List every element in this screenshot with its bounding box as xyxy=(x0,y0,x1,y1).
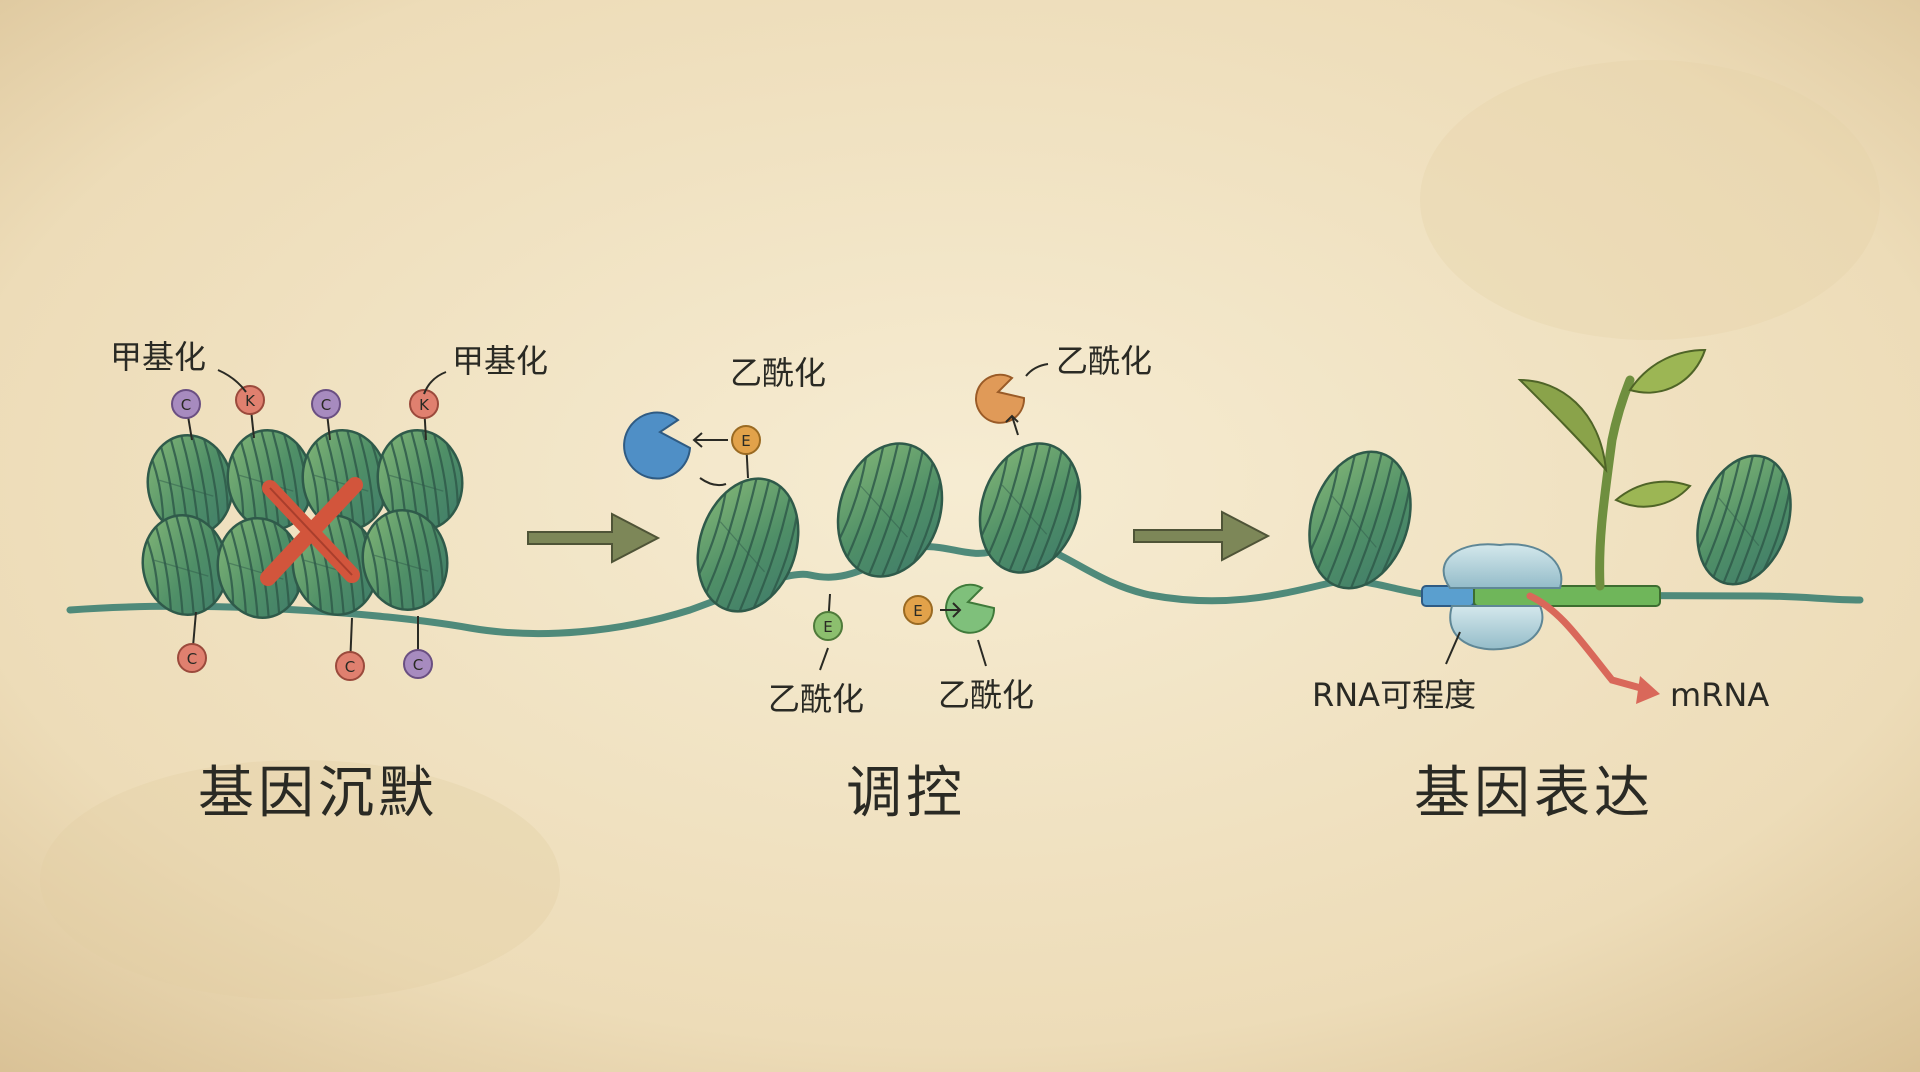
section-title-expression: 基因表达 xyxy=(1414,761,1654,826)
compact-chromatin xyxy=(141,428,464,620)
modification-tag: E xyxy=(813,593,843,641)
paper-stain xyxy=(40,760,560,1000)
modification-tag: E xyxy=(903,595,933,625)
plant-sprout-icon xyxy=(1517,348,1707,591)
modification-tag: K xyxy=(235,385,265,439)
leader-line xyxy=(819,647,829,671)
svg-text:E: E xyxy=(741,432,750,450)
acetylation-label-bottom-left: 乙酰化 xyxy=(768,680,864,718)
green-enzyme-icon xyxy=(945,583,996,634)
leader-line xyxy=(1445,631,1461,665)
transition-arrow xyxy=(1133,510,1271,562)
rna-polymerase-icon xyxy=(1442,543,1563,651)
svg-text:C: C xyxy=(413,656,423,674)
mrna-label: mRNA xyxy=(1670,676,1769,714)
modification-tag: C xyxy=(177,611,207,673)
svg-text:C: C xyxy=(181,396,191,414)
expressed-chromatin xyxy=(1308,450,1792,590)
svg-text:C: C xyxy=(321,396,331,414)
leader-line xyxy=(217,369,247,393)
modification-tag: C xyxy=(335,617,365,681)
leader-line xyxy=(1025,363,1049,377)
silencing-cross-icon xyxy=(260,477,363,586)
nucleosome-icon xyxy=(141,513,229,617)
nucleosome-icon xyxy=(836,442,944,578)
transition-arrow xyxy=(527,512,661,564)
svg-text:E: E xyxy=(913,602,922,620)
modification-tag: C xyxy=(403,616,433,679)
nucleosome-icon xyxy=(1696,454,1792,586)
nucleosome-icon xyxy=(1308,450,1412,590)
nucleosome-icon xyxy=(696,477,800,613)
orange-enzyme-icon xyxy=(975,373,1026,424)
modification-tag: C xyxy=(311,389,341,441)
gene-segment xyxy=(1473,585,1661,607)
modification-tag: C xyxy=(171,389,201,441)
rna-polymerase-label: RNA可程度 xyxy=(1312,676,1476,714)
methylation-label-left: 甲基化 xyxy=(110,338,206,376)
acetylation-label-top-left: 乙酰化 xyxy=(730,354,826,392)
acetylation-tags: E E E xyxy=(731,425,933,641)
nucleosome-icon xyxy=(978,442,1082,574)
enzyme-arrows xyxy=(692,414,1019,618)
methylation-tags: C K C K C C C xyxy=(171,385,439,681)
leader-line xyxy=(977,639,987,667)
svg-text:C: C xyxy=(345,658,355,676)
svg-text:K: K xyxy=(245,392,256,410)
nucleosome-icon xyxy=(376,428,464,532)
svg-text:K: K xyxy=(419,396,430,414)
nucleosome-icon xyxy=(361,508,449,612)
svg-text:C: C xyxy=(187,650,197,668)
section-title-regulation: 调控 xyxy=(846,761,966,826)
acetylation-label-top-right: 乙酰化 xyxy=(1056,342,1152,380)
open-chromatin xyxy=(696,442,1082,613)
section-title-silencing: 基因沉默 xyxy=(198,761,438,826)
acetylation-label-bottom-right: 乙酰化 xyxy=(938,676,1034,714)
svg-text:E: E xyxy=(823,618,832,636)
mrna-arrow xyxy=(1526,592,1660,704)
paper-stain xyxy=(1420,60,1880,340)
modification-tag: E xyxy=(731,425,761,479)
blue-enzyme-icon xyxy=(623,411,692,480)
methylation-label-right: 甲基化 xyxy=(452,342,548,380)
modification-tag: K xyxy=(409,389,439,441)
leader-line xyxy=(423,371,447,395)
